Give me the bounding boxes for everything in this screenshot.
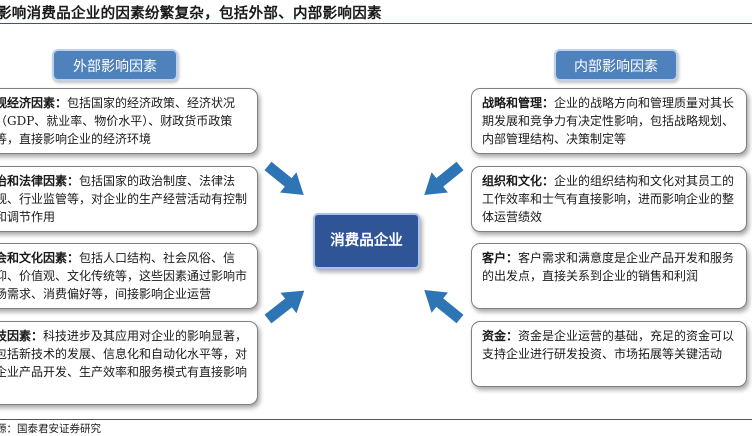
factor-box-macro-economy: 观经济因素：包括国家的经济政策、经济状况（GDP、就业率、物价水平）、财政货币政… xyxy=(0,88,258,154)
factor-heading: 资金： xyxy=(482,329,519,343)
factor-box-politics-law: 治和法律因素：包括国家的政治制度、法律法规、行业监管等，对企业的生产经营活动有控… xyxy=(0,166,258,232)
source-note: 源：国泰君安证券研究 xyxy=(0,423,101,435)
factor-heading: 组织和文化： xyxy=(482,174,555,188)
factor-box-organization-culture: 组织和文化：企业的组织结构和文化对其员工的工作效率和士气有直接影响，进而影响企业… xyxy=(471,166,747,232)
arrow-from-top-left xyxy=(259,155,312,206)
factor-box-capital: 资金：资金是企业运营的基础，充足的资金可以支持企业进行研发投资、市场拓展等关键活… xyxy=(471,321,747,387)
factor-heading: 客户： xyxy=(482,251,519,265)
factor-heading: 观经济因素： xyxy=(0,96,68,110)
factor-text: 包括国家的政治制度、法律法规、行业监管等，对企业的生产经营活动有控制和调节作用 xyxy=(0,174,248,224)
factor-heading: 技因素： xyxy=(0,329,44,343)
factor-box-technology: 技因素：科技进步及其应用对企业的影响显著，包括新技术的发展、信息化和自动化水平等… xyxy=(0,321,258,405)
factor-text: 客户需求和满意度是企业产品开发和服务的出发点，直接关系到企业的销售和利润 xyxy=(482,251,735,283)
factor-text: 企业的战略方向和管理质量对其长期发展和竞争力有决定性影响，包括战略规划、内部管理… xyxy=(482,96,735,146)
center-node-consumer-goods-company: 消费品企业 xyxy=(313,213,420,269)
factor-text: 科技进步及其应用对企业的影响显著，包括新技术的发展、信息化和自动化水平等，对企业… xyxy=(0,329,248,379)
factor-text: 资金是企业运营的基础，充足的资金可以支持企业进行研发投资、市场拓展等关键活动 xyxy=(482,329,735,361)
internal-factors-label: 内部影响因素 xyxy=(554,49,678,81)
factor-text: 企业的组织结构和文化对其员工的工作效率和士气有直接影响，进而影响企业的整体运营绩… xyxy=(482,174,735,224)
factor-heading: 会和文化因素： xyxy=(0,251,80,265)
top-divider xyxy=(0,23,752,24)
factor-box-society-culture: 会和文化因素：包括人口结构、社会风俗、信仰、价值观、文化传统等，这些因素通过影响… xyxy=(0,243,258,309)
factor-heading: 治和法律因素： xyxy=(0,174,80,188)
factor-heading: 战略和管理： xyxy=(482,96,555,110)
bottom-divider xyxy=(0,419,752,420)
arrow-from-bottom-right xyxy=(416,279,469,330)
factor-box-strategy-management: 战略和管理：企业的战略方向和管理质量对其长期发展和竞争力有决定性影响，包括战略规… xyxy=(471,88,747,154)
arrow-from-bottom-left xyxy=(259,280,313,330)
factor-text: 包括人口结构、社会风俗、信仰、价值观、文化传统等，这些因素通过影响市场需求、消费… xyxy=(0,251,248,301)
arrow-from-top-right xyxy=(416,155,469,206)
factor-box-customer: 客户：客户需求和满意度是企业产品开发和服务的出发点，直接关系到企业的销售和利润 xyxy=(471,243,747,309)
page-title: 影响消费品企业的因素纷繁复杂，包括外部、内部影响因素 xyxy=(0,5,382,22)
external-factors-label: 外部影响因素 xyxy=(52,49,178,81)
factor-text: 包括国家的经济政策、经济状况（GDP、就业率、物价水平）、财政货币政策等，直接影… xyxy=(0,96,236,146)
